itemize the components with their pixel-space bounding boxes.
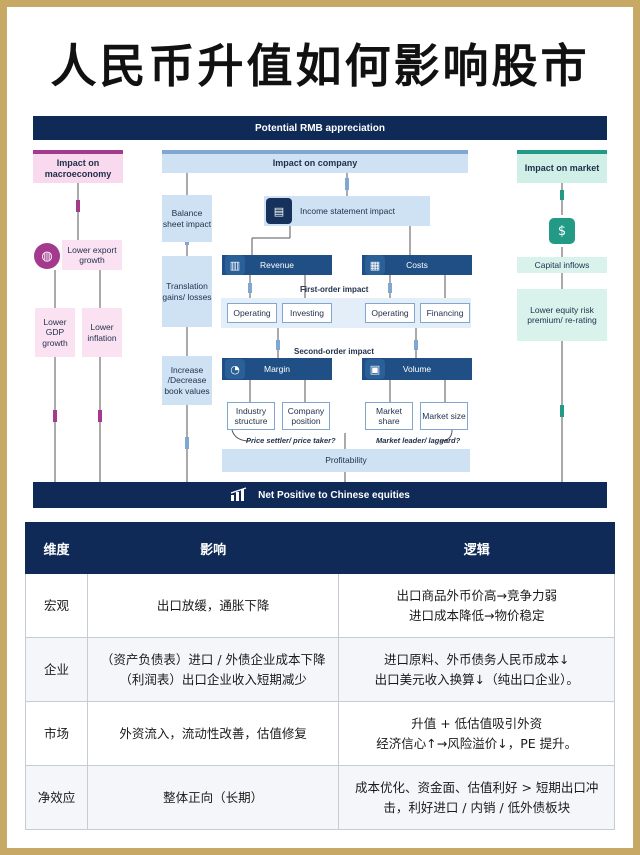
capital-inflows: Capital inflows — [517, 257, 607, 273]
cell-logic: 进口原料、外币债务人民币成本↓ 出口美元收入换算↓（纯出口企业）。 — [338, 637, 615, 702]
impact-line: 整体正向（长期） — [163, 789, 264, 805]
impact-table: 维度 影响 逻辑 宏观 出口放缓，通胀下降 出口商品外币价高→竞争力弱进口成本降… — [25, 522, 615, 830]
operating-box-1: Operating — [227, 303, 277, 323]
money-icon: $ — [549, 218, 575, 244]
cell-impact: 外资流入，流动性改善，估值修复 — [86, 701, 340, 766]
income-statement-label: Income statement impact — [300, 205, 395, 216]
margin-bar: Margin — [222, 358, 332, 380]
chart-growth-icon — [230, 486, 248, 504]
boxes-icon: ▣ — [365, 359, 385, 379]
table-row: 企业 （资产负债表）进口 / 外债企业成本下降 （利润表）出口企业收入短期减少 进… — [25, 637, 615, 702]
cell-dimension: 市场 — [25, 701, 88, 766]
logic-line: 经济信心↑→风险溢价↓，PE 提升。 — [376, 735, 578, 751]
impact-line: 外资流入，流动性改善，估值修复 — [119, 725, 307, 741]
financing-box: Financing — [420, 303, 470, 323]
translation-gains-losses: Translation gains/ losses — [162, 256, 212, 327]
volume-label: Volume — [402, 363, 432, 374]
company-position: Company position — [282, 402, 330, 430]
lower-equity-risk-premium: Lower equity risk premium/ re-rating — [517, 289, 607, 341]
logic-line: 出口商品外币价高→竞争力弱 — [396, 588, 557, 604]
cell-dimension: 宏观 — [25, 573, 88, 638]
second-order-label: Second-order impact — [294, 347, 375, 356]
globe-icon: ◍ — [34, 243, 60, 269]
logic-line: 进口原料、外币债务人民币成本↓ — [383, 652, 570, 668]
lower-export-growth: Lower export growth — [62, 240, 122, 270]
cell-impact: 出口放缓，通胀下降 — [86, 573, 340, 638]
costs-label: Costs — [406, 259, 428, 270]
market-header: Impact on market — [517, 150, 607, 183]
table-header-row: 维度 影响 逻辑 — [25, 522, 615, 574]
profitability-box: Profitability — [222, 449, 470, 472]
impact-line: 出口放缓，通胀下降 — [156, 597, 270, 613]
market-size: Market size — [420, 402, 468, 430]
revenue-icon: ▥ — [225, 255, 245, 275]
price-setter-question: Price settler/ price taker? — [246, 436, 336, 445]
book-values: Increase /Decrease book values — [162, 356, 212, 405]
lower-gdp-growth: Lower GDP growth — [35, 308, 75, 357]
market-share: Market share — [365, 402, 413, 430]
company-header: Impact on company — [162, 150, 468, 173]
header-impact: 影响 — [86, 522, 340, 574]
pie-chart-icon: ◔ — [225, 359, 245, 379]
costs-bar: Costs — [362, 255, 472, 275]
macro-header: Impact on macroeconomy — [33, 150, 123, 183]
first-order-label: First-order impact — [300, 285, 369, 294]
margin-label: Margin — [264, 363, 290, 374]
cell-impact: 整体正向（长期） — [86, 765, 340, 830]
logic-line: 进口成本降低→物价稳定 — [408, 607, 545, 623]
volume-bar: Volume — [362, 358, 472, 380]
calculator-icon: ▦ — [365, 255, 385, 275]
cell-impact: （资产负债表）进口 / 外债企业成本下降 （利润表）出口企业收入短期减少 — [86, 637, 340, 702]
market-leader-question: Market leader/ laggard? — [376, 436, 461, 445]
table-row: 宏观 出口放缓，通胀下降 出口商品外币价高→竞争力弱进口成本降低→物价稳定 — [25, 573, 615, 638]
table-row: 净效应 整体正向（长期） 成本优化、资金面、估值利好 > 短期出口冲击，利好进口… — [25, 765, 615, 830]
revenue-bar: Revenue — [222, 255, 332, 275]
cell-dimension: 净效应 — [25, 765, 88, 830]
investing-box: Investing — [282, 303, 332, 323]
industry-structure: Industry structure — [227, 402, 275, 430]
top-bar-rmb-appreciation: Potential RMB appreciation — [33, 116, 607, 140]
cell-logic: 出口商品外币价高→竞争力弱进口成本降低→物价稳定 — [338, 573, 615, 638]
header-dimension: 维度 — [25, 522, 88, 574]
cell-logic: 成本优化、资金面、估值利好 > 短期出口冲击，利好进口 / 内销 / 低外债板块 — [338, 765, 615, 830]
table-row: 市场 外资流入，流动性改善，估值修复 升值 + 低估值吸引外资经济信心↑→风险溢… — [25, 701, 615, 766]
impact-line: （利润表）出口企业收入短期减少 — [119, 671, 307, 687]
logic-line: 成本优化、资金面、估值利好 > 短期出口冲 — [355, 780, 599, 796]
cell-dimension: 企业 — [25, 637, 88, 702]
logic-line: 升值 + 低估值吸引外资 — [411, 716, 543, 732]
header-logic: 逻辑 — [338, 522, 615, 574]
cell-logic: 升值 + 低估值吸引外资经济信心↑→风险溢价↓，PE 提升。 — [338, 701, 615, 766]
revenue-label: Revenue — [259, 259, 295, 270]
page-title: 人民币升值如何影响股市 — [50, 39, 590, 93]
bottom-bar-net-positive: Net Positive to Chinese equities — [33, 482, 607, 508]
logic-line: 击，利好进口 / 内销 / 低外债板块 — [383, 799, 571, 815]
report-icon: ▤ — [266, 198, 292, 224]
operating-box-2: Operating — [365, 303, 415, 323]
balance-sheet-impact: Balance sheet impact — [162, 195, 212, 242]
impact-line: （资产负债表）进口 / 外债企业成本下降 — [100, 652, 326, 668]
logic-line: 出口美元收入换算↓（纯出口企业）。 — [374, 671, 579, 687]
lower-inflation: Lower inflation — [82, 308, 122, 357]
bottom-bar-label: Net Positive to Chinese equities — [258, 489, 410, 501]
diagram-connectors — [53, 173, 564, 482]
